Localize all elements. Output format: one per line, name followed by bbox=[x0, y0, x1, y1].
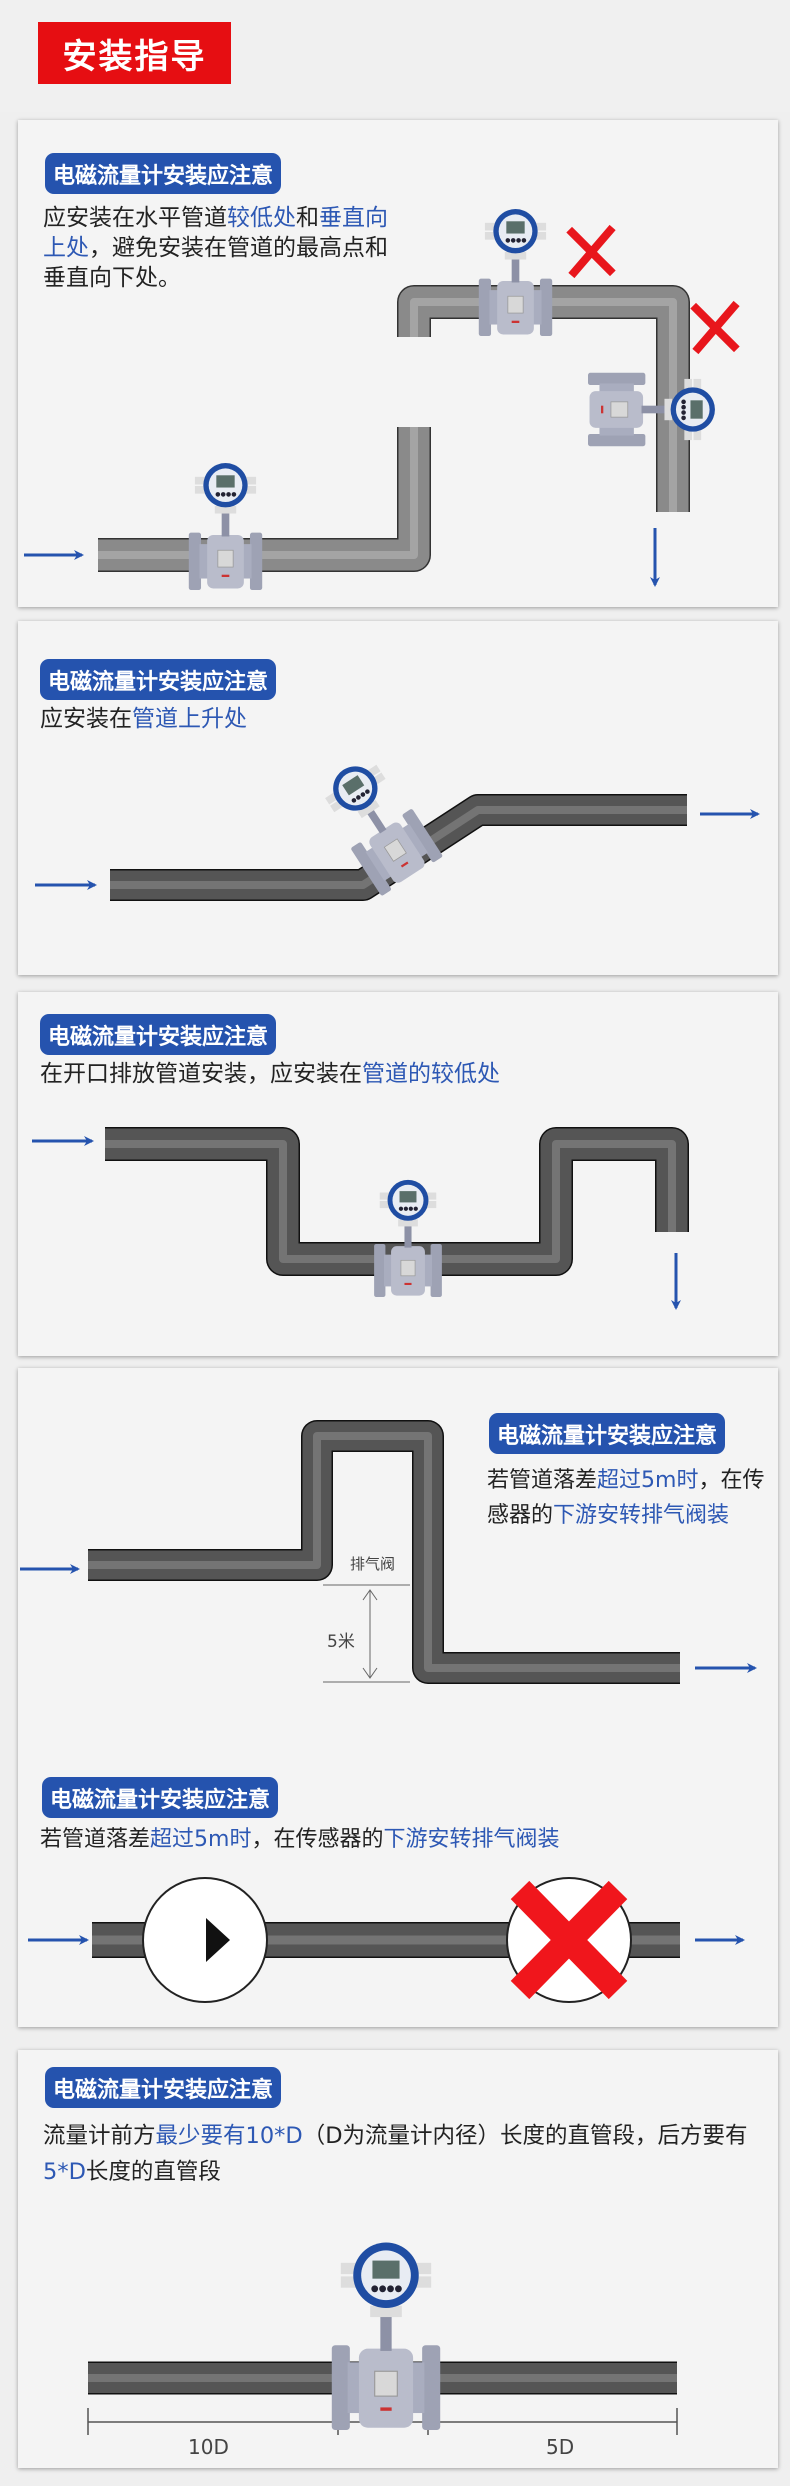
valve-symbol-wrong bbox=[506, 1877, 632, 2003]
text-segment: 长度的直管段 bbox=[85, 2159, 221, 2185]
text-segment: 和 bbox=[296, 205, 319, 231]
text-segment: 流量计前方 bbox=[43, 2123, 156, 2149]
downstream-length-label: 5D bbox=[546, 2435, 575, 2459]
text-segment: 若管道落差 bbox=[40, 1827, 151, 1852]
flowmeter bbox=[373, 1179, 443, 1297]
text-highlight: 超过5m时 bbox=[597, 1468, 699, 1493]
pipe-diagram bbox=[35, 749, 760, 901]
section-straight-pipe-length: 电磁流量计安装应注意 流量计前方最少要有10*D（D为流量计内径）长度的直管段，… bbox=[18, 2050, 778, 2468]
wrong-x-icon bbox=[572, 231, 610, 273]
upstream-length-label: 10D bbox=[188, 2435, 229, 2459]
section-lowest-point: 电磁流量计安装应注意 应安装在水平管道较低处和垂直向上处，避免安装在管道的最高点… bbox=[18, 120, 778, 607]
text-segment: ，在传感器的 bbox=[487, 1468, 765, 1528]
height-dimension bbox=[323, 1584, 410, 1683]
section-text: 应安装在水平管道较低处和垂直向上处，避免安装在管道的最高点和垂直向下处。 bbox=[43, 203, 405, 293]
section-badge: 电磁流量计安装应注意 bbox=[45, 153, 282, 194]
flowmeter-top-wrong bbox=[478, 208, 553, 336]
text-highlight: 管道上升处 bbox=[132, 706, 247, 732]
section-text: 若管道落差超过5m时，在传感器的下游安转排气阀装 bbox=[487, 1463, 767, 1533]
text-highlight: 较低处 bbox=[227, 205, 296, 231]
text-segment: 若管道落差 bbox=[487, 1468, 598, 1493]
section-rising-pipe: 电磁流量计安装应注意 应安装在管道上升处 bbox=[18, 621, 778, 975]
section-text: 在开口排放管道安装，应安装在管道的较低处 bbox=[40, 1059, 500, 1089]
text-highlight: 最少要有10*D bbox=[155, 2123, 303, 2149]
sensor-symbol bbox=[142, 1877, 268, 2003]
wrong-x-icon bbox=[696, 307, 734, 349]
section-badge: 电磁流量计安装应注意 bbox=[42, 1777, 279, 1818]
pipe-diagram bbox=[32, 1127, 689, 1310]
header-band: 安装指导 bbox=[0, 0, 790, 112]
section-badge: 电磁流量计安装应注意 bbox=[45, 2067, 282, 2108]
height-label: 5米 bbox=[327, 1632, 355, 1652]
flowmeter-vertical-down-wrong bbox=[588, 372, 716, 447]
flowmeter bbox=[331, 2241, 441, 2430]
section-text: 应安装在管道上升处 bbox=[40, 704, 247, 734]
section-text: 若管道落差超过5m时，在传感器的下游安转排气阀装 bbox=[40, 1825, 559, 1855]
section-open-discharge: 电磁流量计安装应注意 在开口排放管道安装，应安装在管道的较低处 bbox=[18, 992, 778, 1356]
text-highlight: 5*D bbox=[43, 2159, 86, 2185]
text-highlight: 下游安转排气阀装 bbox=[553, 1503, 730, 1528]
text-highlight: 超过5m时 bbox=[150, 1827, 252, 1852]
text-segment: 在开口排放管道安装，应安装在 bbox=[40, 1061, 362, 1087]
pipe-diagram bbox=[24, 208, 778, 590]
text-segment: （D为流量计内径）长度的直管段，后方要有 bbox=[302, 2123, 748, 2149]
text-highlight: 管道的较低处 bbox=[362, 1061, 500, 1087]
section-badge: 电磁流量计安装应注意 bbox=[40, 1014, 277, 1055]
page-title: 安装指导 bbox=[38, 22, 231, 84]
section-badge: 电磁流量计安装应注意 bbox=[489, 1413, 726, 1454]
pipe-diagram bbox=[20, 1420, 757, 2003]
section-text: 流量计前方最少要有10*D（D为流量计内径）长度的直管段，后方要有 5*D长度的直… bbox=[43, 2118, 768, 2190]
flowmeter-correct bbox=[188, 462, 263, 590]
text-segment: 应安装在水平管道 bbox=[43, 205, 227, 231]
text-segment: ，避免安装在管道的最高点和垂直向下处。 bbox=[43, 235, 388, 291]
section-drop-exhaust-valve: 电磁流量计安装应注意 若管道落差超过5m时，在传感器的下游安转排气阀装 排气阀 … bbox=[18, 1368, 778, 2027]
text-highlight: 下游安转排气阀装 bbox=[383, 1827, 560, 1852]
section-badge: 电磁流量计安装应注意 bbox=[40, 659, 277, 700]
pipe-diagram bbox=[87, 2241, 678, 2435]
text-segment: 应安装在 bbox=[40, 706, 132, 732]
text-segment: ，在传感器的 bbox=[251, 1827, 384, 1852]
exhaust-valve-label: 排气阀 bbox=[350, 1555, 396, 1573]
text-highlight: 垂直向上处 bbox=[43, 205, 388, 261]
